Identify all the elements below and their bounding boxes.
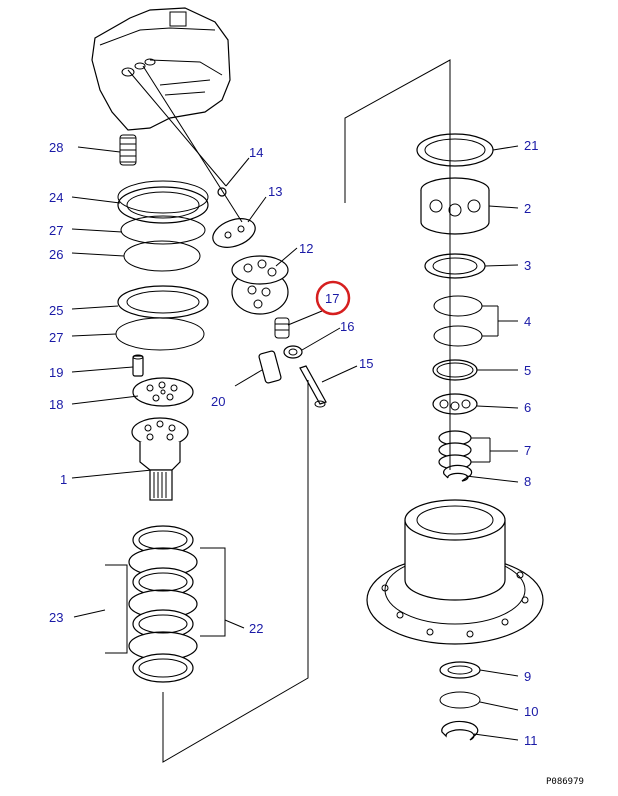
callout-19: 19	[49, 365, 63, 380]
valve-plate-part	[212, 218, 256, 248]
callout-4: 4	[524, 314, 531, 329]
callout-20: 20	[211, 394, 225, 409]
o-ring-part	[120, 215, 206, 245]
callout-12: 12	[299, 241, 313, 256]
callout-1: 1	[60, 472, 67, 487]
seal-ring-part	[117, 180, 209, 224]
drawing-code: P086979	[546, 777, 584, 787]
washer-part	[439, 691, 481, 709]
callout-6: 6	[524, 400, 531, 415]
o-ring-part	[123, 240, 201, 272]
callout-25: 25	[49, 303, 63, 318]
callout-21: 21	[524, 138, 538, 153]
callout-23: 23	[49, 610, 63, 625]
callout-16: 16	[340, 319, 354, 334]
callout-labels: 28 24 27 26 25 27 19 18 1 23 22 14 13 12…	[49, 138, 538, 748]
piston-spring-part	[274, 317, 290, 339]
piston-part	[258, 350, 282, 384]
ring-part	[117, 285, 209, 319]
spacer-stack-part	[438, 430, 472, 470]
callout-24: 24	[49, 190, 63, 205]
callout-3: 3	[524, 258, 531, 273]
callout-28: 28	[49, 140, 63, 155]
bottom-seal-part	[439, 661, 481, 679]
collar-part	[283, 345, 303, 359]
spring-part	[119, 134, 137, 166]
roller-bearing-part	[432, 393, 478, 415]
callout-8: 8	[524, 474, 531, 489]
callout-14: 14	[249, 145, 263, 160]
callout-17: 17	[325, 291, 339, 306]
oil-seal-part	[424, 253, 486, 279]
callout-27: 27	[49, 330, 63, 345]
circlip-part	[443, 464, 473, 482]
highlight-ring	[315, 280, 351, 316]
callout-7: 7	[524, 443, 531, 458]
callout-22: 22	[249, 621, 263, 636]
callout-2: 2	[524, 201, 531, 216]
shaft-part	[131, 417, 189, 501]
motor-housing-part	[91, 7, 231, 131]
cylinder-block-part	[231, 255, 289, 315]
callout-18: 18	[49, 397, 63, 412]
callout-13: 13	[268, 184, 282, 199]
retainer-plate-part	[132, 377, 194, 407]
friction-plate-stack-part	[105, 525, 226, 683]
shim-part	[433, 295, 483, 317]
bottom-circlip-part	[441, 720, 479, 741]
o-ring-part	[115, 317, 205, 351]
snap-ring-part	[432, 359, 478, 381]
callout-9: 9	[524, 669, 531, 684]
callout-10: 10	[524, 704, 538, 719]
pin-part	[132, 354, 144, 377]
bearing-part	[420, 177, 490, 235]
callout-26: 26	[49, 247, 63, 262]
gear-housing-part	[366, 499, 544, 645]
callout-15: 15	[359, 356, 373, 371]
thrust-ring-part	[416, 133, 494, 167]
assembly-lines	[127, 59, 451, 763]
callout-5: 5	[524, 363, 531, 378]
spool-part	[299, 365, 327, 408]
leader-lines	[71, 145, 519, 741]
callout-11: 11	[524, 733, 538, 748]
shim-part	[433, 325, 483, 347]
callout-27: 27	[49, 223, 63, 238]
